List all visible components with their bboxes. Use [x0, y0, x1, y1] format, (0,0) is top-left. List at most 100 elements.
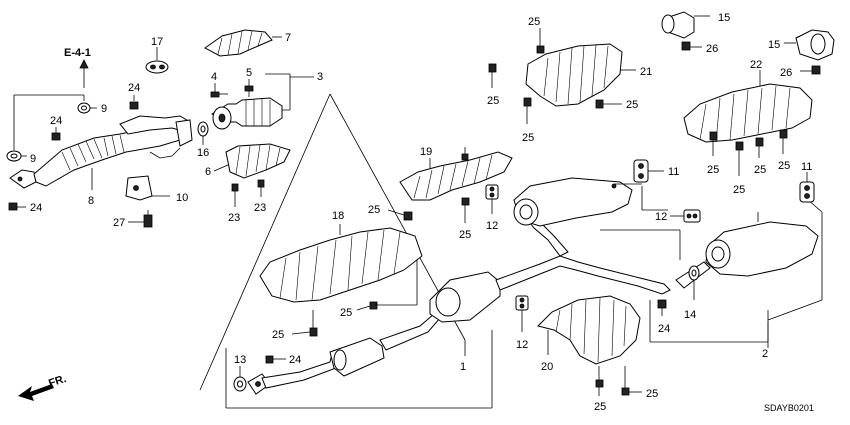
- callout-25n: 25: [778, 160, 790, 172]
- part-13-gasket[interactable]: [233, 376, 247, 392]
- callout-25k: 25: [707, 164, 719, 176]
- part-24-nut[interactable]: [8, 202, 18, 211]
- part-4-bolt[interactable]: [210, 91, 228, 98]
- part-2-rear-muffler-right[interactable]: [675, 212, 819, 289]
- direction-label: FR.: [47, 373, 68, 390]
- diagram-code: SDAYB0201: [764, 403, 814, 413]
- callout-7: 7: [285, 32, 291, 44]
- part-19-heat-shield[interactable]: [399, 151, 513, 201]
- callout-13: 13: [234, 354, 246, 366]
- callout-24e: 24: [658, 323, 670, 335]
- callout-6: 6: [205, 166, 211, 178]
- part-6-heat-shield[interactable]: [225, 143, 291, 179]
- part-11-hanger[interactable]: [633, 159, 649, 183]
- part-8-exhaust-pipe-a[interactable]: [9, 115, 193, 189]
- part-25-bolt[interactable]: [536, 45, 545, 54]
- part-25-bolt[interactable]: [523, 97, 532, 107]
- callout-26b: 26: [780, 67, 792, 79]
- part-25-bolt[interactable]: [755, 137, 764, 147]
- part-15-exhaust-tip[interactable]: [661, 11, 695, 39]
- callout-15b: 15: [768, 39, 780, 51]
- callout-25g: 25: [528, 16, 540, 28]
- part-1-exhaust-pipe-b[interactable]: [247, 211, 671, 395]
- part-11-hanger[interactable]: [799, 181, 815, 203]
- part-15-exhaust-tip[interactable]: [795, 29, 835, 61]
- part-24-nut[interactable]: [51, 132, 61, 141]
- callout-25b: 25: [459, 229, 471, 241]
- part-25-bolt[interactable]: [309, 310, 318, 337]
- part-25-bolt[interactable]: [403, 211, 413, 221]
- callout-17: 17: [151, 36, 163, 48]
- callout-25f: 25: [646, 388, 658, 400]
- callout-12c: 12: [655, 211, 667, 223]
- callout-26a: 26: [706, 43, 718, 55]
- part-25-bolt[interactable]: [709, 131, 718, 141]
- part-23-nut[interactable]: [257, 179, 265, 197]
- part-25-bolt[interactable]: [595, 99, 604, 109]
- part-26-bolt[interactable]: [811, 65, 821, 75]
- callout-10: 10: [176, 192, 188, 204]
- part-16-gasket[interactable]: [197, 121, 209, 137]
- callout-25d: 25: [272, 329, 284, 341]
- part-18-heat-shield[interactable]: [259, 227, 423, 303]
- callout-12a: 12: [486, 220, 498, 232]
- part-17-mount-rubber[interactable]: [145, 60, 169, 74]
- part-5-bolt[interactable]: [244, 85, 254, 97]
- callout-24a: 24: [128, 82, 140, 94]
- callout-11b: 11: [801, 161, 812, 173]
- callout-23b: 23: [254, 202, 266, 214]
- part-27-bolt[interactable]: [143, 210, 153, 228]
- part-22-heat-shield[interactable]: [683, 83, 813, 143]
- part-24-nut[interactable]: [265, 355, 274, 364]
- callout-21: 21: [640, 66, 652, 78]
- part-9-gasket[interactable]: [77, 102, 91, 114]
- part-12-hanger[interactable]: [485, 184, 499, 200]
- part-21-heat-shield[interactable]: [525, 43, 623, 107]
- part-12-hanger[interactable]: [683, 209, 701, 223]
- callout-22: 22: [750, 59, 762, 71]
- callout-18: 18: [332, 210, 344, 222]
- part-25-bolt[interactable]: [461, 147, 469, 161]
- callout-20: 20: [541, 361, 553, 373]
- part-10-bracket[interactable]: [125, 175, 153, 201]
- callout-5: 5: [246, 67, 252, 79]
- part-26-bolt[interactable]: [681, 41, 691, 51]
- part-25-bolt[interactable]: [488, 63, 497, 73]
- callout-1: 1: [460, 361, 466, 373]
- part-7-heat-shield[interactable]: [204, 29, 273, 57]
- reference-arrow-icon: [79, 59, 89, 69]
- callout-27: 27: [113, 217, 125, 229]
- callout-25i: 25: [522, 132, 534, 144]
- part-24-nut[interactable]: [657, 299, 667, 309]
- part-2-rear-muffler-left[interactable]: [513, 177, 633, 227]
- part-9-gasket[interactable]: [6, 150, 22, 162]
- callout-11a: 11: [668, 166, 679, 178]
- callout-15a: 15: [718, 12, 730, 24]
- callout-19: 19: [420, 146, 432, 158]
- part-25-bolt[interactable]: [621, 366, 630, 396]
- callout-25m: 25: [754, 164, 766, 176]
- part-20-heat-shield[interactable]: [537, 295, 641, 365]
- front-direction-arrow-icon: [18, 384, 54, 401]
- callout-3: 3: [317, 71, 323, 83]
- part-25-bolt[interactable]: [461, 197, 470, 223]
- callout-9b: 9: [30, 153, 36, 165]
- part-24-nut[interactable]: [129, 101, 139, 110]
- reference-label[interactable]: E-4-1: [64, 47, 91, 59]
- part-14-gasket[interactable]: [688, 265, 700, 281]
- callout-4: 4: [211, 71, 217, 83]
- part-25-bolt[interactable]: [735, 141, 744, 151]
- callout-24d: 24: [289, 354, 301, 366]
- part-12-hanger[interactable]: [515, 295, 529, 311]
- part-25-bolt[interactable]: [779, 129, 788, 139]
- callout-8: 8: [88, 195, 94, 207]
- callout-14: 14: [684, 309, 696, 321]
- callout-25a: 25: [368, 204, 380, 216]
- part-3-catalytic-converter[interactable]: [210, 97, 283, 130]
- part-23-nut[interactable]: [231, 183, 239, 207]
- part-25-bolt[interactable]: [595, 366, 604, 388]
- callout-25j: 25: [626, 99, 638, 111]
- part-25-bolt[interactable]: [369, 301, 378, 310]
